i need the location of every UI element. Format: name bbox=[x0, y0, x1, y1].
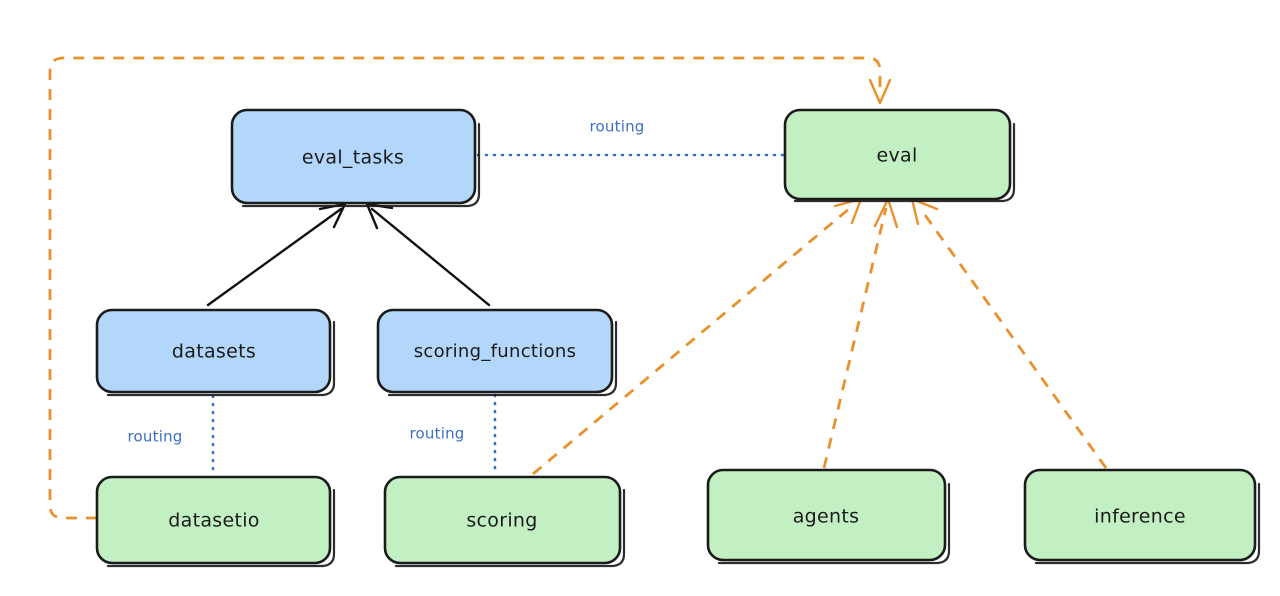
edge-agents-eval bbox=[822, 207, 888, 469]
edge-scoringfunctions-evaltasks bbox=[370, 207, 491, 307]
arrowhead-inference-eval bbox=[910, 197, 939, 226]
node-eval-tasks[interactable]: eval_tasks bbox=[230, 108, 481, 208]
node-scoring-shadow bbox=[394, 488, 626, 568]
node-eval-tasks-shadow bbox=[241, 122, 481, 208]
node-agents[interactable]: agents bbox=[706, 468, 951, 565]
node-datasetio-label: datasetio bbox=[168, 510, 259, 532]
node-scoring[interactable]: scoring bbox=[383, 475, 626, 568]
node-eval[interactable]: eval bbox=[783, 108, 1016, 203]
edge-label-routing-eval: routing bbox=[590, 118, 645, 136]
edge-label-routing-datasetio: routing bbox=[128, 428, 183, 446]
node-inference-shadow bbox=[1034, 482, 1261, 565]
edge-scoring-eval bbox=[532, 206, 851, 476]
node-datasets-shape bbox=[95, 308, 332, 394]
solid-edges bbox=[206, 202, 491, 307]
routing-edges bbox=[211, 153, 786, 476]
edge-label-routing-scoring: routing bbox=[410, 425, 465, 443]
node-inference-shape bbox=[1023, 468, 1257, 562]
arrowhead-datasetio-eval bbox=[868, 78, 892, 105]
node-eval-tasks-label: eval_tasks bbox=[302, 147, 404, 169]
node-eval-shadow bbox=[793, 122, 1016, 203]
node-datasets-label: datasets bbox=[172, 341, 256, 363]
node-scoring-shape bbox=[383, 475, 622, 565]
node-eval-tasks-shape bbox=[230, 108, 477, 205]
node-scoring-functions-shape bbox=[376, 308, 614, 394]
edge-datasetio-eval bbox=[48, 56, 882, 520]
node-eval-shape bbox=[783, 108, 1012, 201]
node-datasetio-shadow bbox=[106, 488, 336, 568]
node-datasets[interactable]: datasets bbox=[95, 308, 336, 397]
node-datasets-shadow bbox=[106, 320, 336, 397]
node-eval-label: eval bbox=[876, 145, 917, 167]
node-agents-shadow bbox=[717, 482, 951, 565]
node-scoring-label: scoring bbox=[466, 510, 537, 532]
node-scoring-functions-shadow bbox=[387, 320, 618, 397]
edge-inference-eval bbox=[918, 207, 1108, 469]
dependency-edges bbox=[48, 56, 1108, 520]
node-scoring-functions[interactable]: scoring_functions bbox=[376, 308, 618, 397]
node-agents-label: agents bbox=[793, 506, 860, 528]
node-inference-label: inference bbox=[1094, 506, 1186, 528]
edge-datasets-evaltasks bbox=[206, 207, 343, 307]
node-datasetio-shape bbox=[95, 475, 332, 565]
edge-labels: routing routing routing bbox=[128, 118, 645, 446]
node-datasetio[interactable]: datasetio bbox=[95, 475, 336, 568]
node-inference[interactable]: inference bbox=[1023, 468, 1261, 565]
node-scoring-functions-label: scoring_functions bbox=[414, 341, 577, 362]
node-agents-shape bbox=[706, 468, 947, 562]
